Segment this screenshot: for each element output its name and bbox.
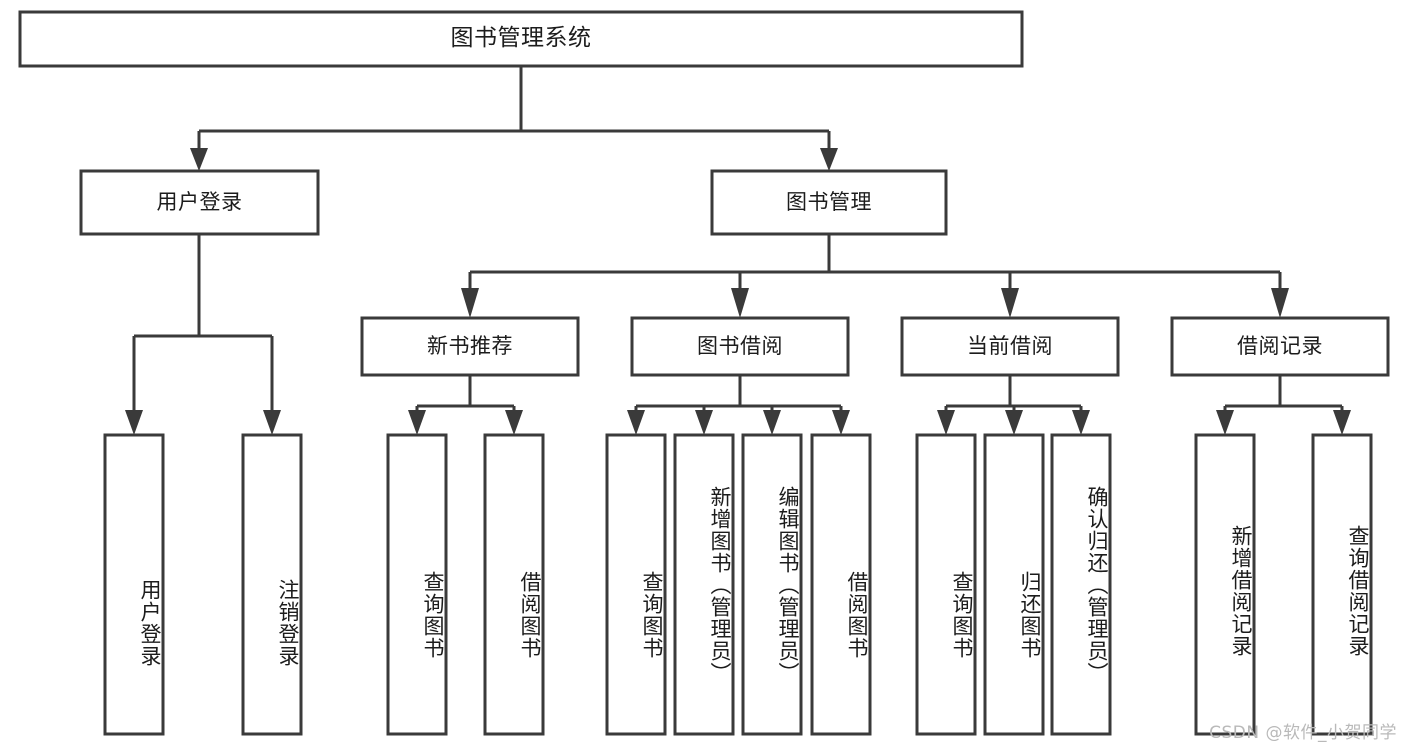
node-rect-leaf-logout[interactable] [241, 433, 303, 736]
node-rect-leaf-query-book-3[interactable] [915, 433, 977, 736]
node-rect-new-book-recommend[interactable] [360, 316, 580, 377]
arrow-head-leaf-add-record [1216, 410, 1234, 435]
node-rect-current-borrow[interactable] [900, 316, 1120, 377]
arrow-head-leaf-query-book-2 [627, 410, 645, 435]
arrow-head-leaf-query-book-3 [937, 410, 955, 435]
node-rect-leaf-user-login[interactable] [103, 433, 165, 736]
node-rect-leaf-borrow-book-2[interactable] [810, 433, 872, 736]
node-rect-leaf-query-book-1[interactable] [386, 433, 448, 736]
node-rect-book-management[interactable] [710, 169, 948, 236]
arrow-head-book-borrow [731, 288, 749, 318]
arrow-head-leaf-user-login [125, 410, 143, 435]
node-rect-leaf-add-book[interactable] [673, 433, 735, 736]
arrow-head-current-borrow [1001, 288, 1019, 318]
arrow-head-leaf-add-book [695, 410, 713, 435]
node-rect-user-login[interactable] [79, 169, 320, 236]
arrow-head-leaf-borrow-book-2 [832, 410, 850, 435]
node-rect-borrow-record[interactable] [1170, 316, 1390, 377]
arrow-head-leaf-confirm-return [1072, 410, 1090, 435]
node-rect-group [18, 10, 1390, 736]
arrow-head-book-management [820, 148, 838, 171]
csdn-watermark: CSDN @软件_小贺同学 [1209, 723, 1397, 743]
arrow-head-leaf-query-record [1333, 410, 1351, 435]
node-rect-book-borrow[interactable] [630, 316, 850, 377]
connector-group [125, 66, 1351, 435]
node-rect-leaf-query-book-2[interactable] [605, 433, 667, 736]
node-rect-root[interactable] [18, 10, 1024, 68]
node-rect-leaf-borrow-book-1[interactable] [483, 433, 545, 736]
node-rect-leaf-return-book[interactable] [983, 433, 1045, 736]
node-rect-leaf-query-record[interactable] [1311, 433, 1373, 736]
node-rect-leaf-confirm-return[interactable] [1050, 433, 1112, 736]
node-rect-leaf-add-record[interactable] [1194, 433, 1256, 736]
arrow-head-leaf-edit-book [763, 410, 781, 435]
arrow-head-user-login [190, 148, 208, 171]
arrow-head-leaf-return-book [1005, 410, 1023, 435]
arrow-head-new-book-recommend [461, 288, 479, 318]
arrow-head-leaf-borrow-book-1 [505, 410, 523, 435]
arrow-head-leaf-query-book-1 [408, 410, 426, 435]
arrow-head-leaf-logout [263, 410, 281, 435]
arrow-head-borrow-record [1271, 288, 1289, 318]
node-rect-leaf-edit-book[interactable] [741, 433, 803, 736]
